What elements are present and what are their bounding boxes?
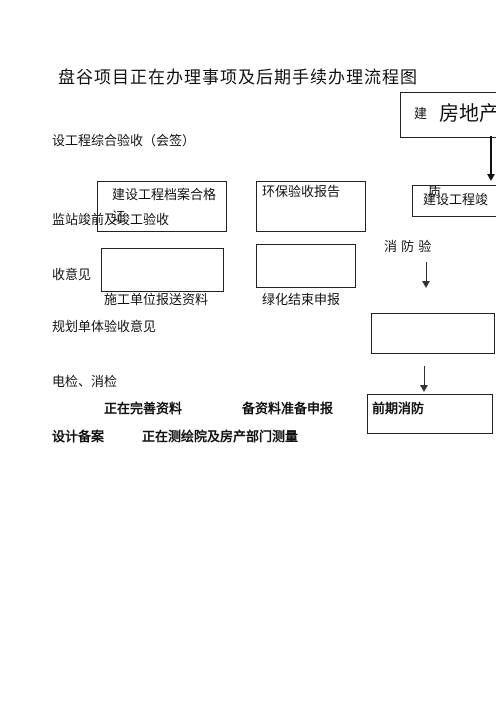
contractor-data-label: 施工单位报送资料: [104, 293, 209, 308]
arrow-down-2-icon: [422, 281, 430, 288]
real-estate-box: [400, 92, 496, 138]
contractor-data-box: [101, 248, 224, 292]
arrow-down-1-line: [490, 136, 492, 176]
left-line-5: 电检、消检: [52, 375, 118, 390]
status-surveying: 正在测绘院及房产部门测量: [142, 430, 299, 445]
completion-box: [412, 185, 496, 217]
greening-box: [256, 244, 356, 288]
left-line-4: 规划单体验收意见: [52, 320, 157, 335]
real-estate-box-large-label: 房地产: [439, 101, 496, 125]
arrow-down-2-line: [426, 262, 427, 282]
completion-box-label: 建设工程竣: [423, 193, 489, 208]
archive-cert-box-label: 建设工程档案合格证: [112, 188, 217, 225]
page-title: 盘谷项目正在办理事项及后期手续办理流程图: [58, 68, 418, 88]
arrow-down-1-icon: [487, 174, 495, 181]
quality-box-top-char: 质: [428, 185, 442, 200]
greening-label: 绿化结束申报: [262, 293, 341, 308]
arrow-down-3-icon: [420, 385, 428, 392]
real-estate-box-small-label: 建: [414, 107, 428, 122]
bottom-right-box: [367, 394, 493, 434]
env-report-box: [256, 181, 366, 232]
left-line-3: 收意见: [52, 268, 92, 283]
status-refining-data: 正在完善资料: [104, 402, 183, 417]
status-early-fire: 前期消防: [372, 402, 425, 417]
fire-check-text: 消 防 验: [384, 240, 432, 255]
right-middle-box: [371, 313, 495, 354]
left-line-1: 设工程综合验收（会签）: [52, 134, 196, 149]
status-preparing-declaration: 备资料准备申报: [242, 402, 334, 417]
env-report-box-label: 环保验收报告: [262, 185, 341, 200]
status-design-filing: 设计备案: [52, 430, 105, 445]
arrow-down-3-line: [424, 366, 425, 386]
left-line-2: 监站竣前及竣工验收: [52, 213, 170, 228]
archive-cert-box: [97, 181, 227, 232]
